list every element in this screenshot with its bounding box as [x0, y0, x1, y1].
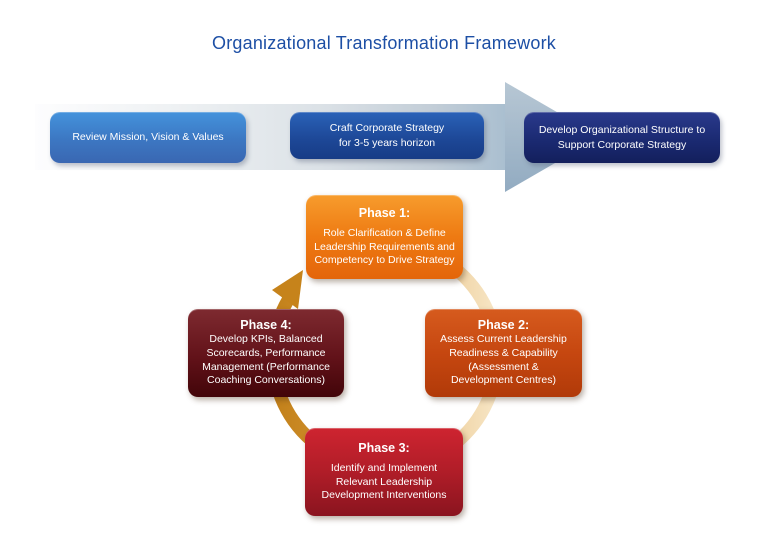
phase-2-box: Phase 2: Assess Current Leadership Readi…: [425, 309, 582, 397]
phase-3-body: Identify and Implement Relevant Leadersh…: [321, 461, 447, 502]
phase-4-body: Develop KPIs, Balanced Scorecards, Perfo…: [202, 332, 330, 387]
cycle-arrowhead-icon: [272, 270, 303, 309]
step-review-mission: Review Mission, Vision & Values: [50, 112, 246, 163]
phase-2-title: Phase 2:: [477, 317, 530, 332]
phase-1-box: Phase 1: Role Clarification & Define Lea…: [306, 195, 463, 279]
step-develop-structure: Develop Organizational Structure to Supp…: [524, 112, 720, 163]
phase-1-title: Phase 1:: [358, 205, 411, 220]
page-title: Organizational Transformation Framework: [212, 33, 556, 53]
phase-4-title: Phase 4:: [240, 317, 292, 332]
phase-4-box: Phase 4: Develop KPIs, Balanced Scorecar…: [188, 309, 344, 397]
step-craft-strategy: Craft Corporate Strategy for 3-5 years h…: [290, 112, 484, 159]
phase-2-body: Assess Current Leadership Readiness & Ca…: [440, 332, 567, 387]
phase-1-body: Role Clarification & Define Leadership R…: [314, 226, 455, 267]
phase-3-title: Phase 3:: [358, 440, 410, 455]
phase-3-box: Phase 3: Identify and Implement Relevant…: [305, 428, 463, 516]
